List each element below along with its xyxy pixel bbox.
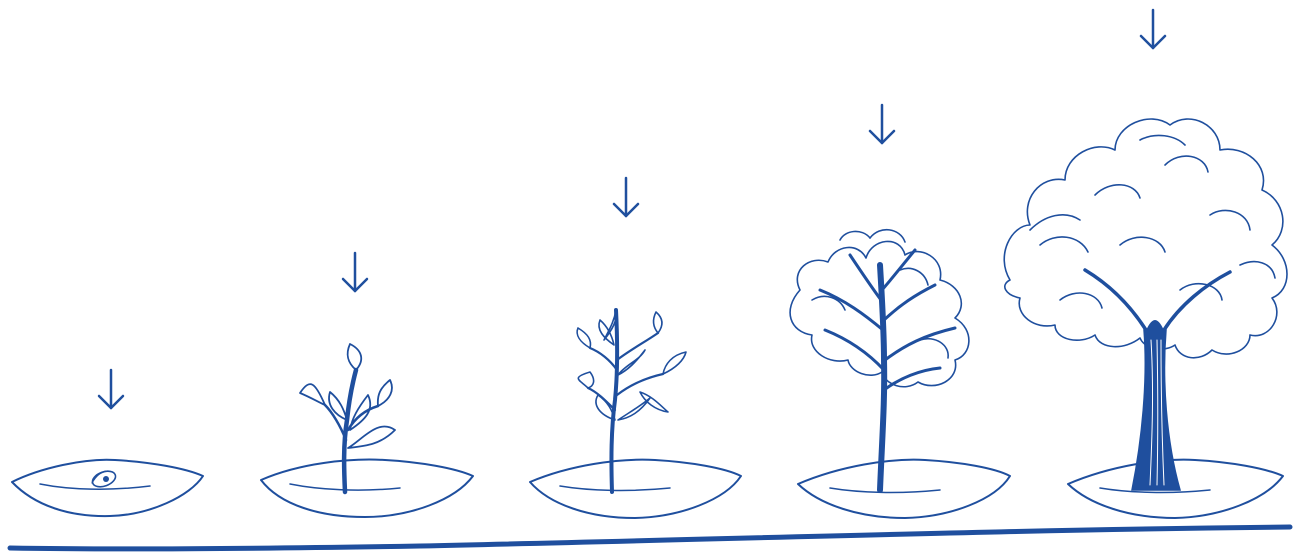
- down-arrow-icon: [99, 370, 123, 408]
- soil-mound-icon: [798, 460, 1010, 518]
- stage-mature-tree: [1004, 10, 1287, 518]
- down-arrow-icon: [870, 105, 894, 143]
- sprout-icon: [300, 344, 395, 492]
- stage-young-tree: [790, 105, 1010, 518]
- seed-in-soil-icon: [90, 468, 117, 489]
- growth-line-icon: [10, 527, 1290, 549]
- mature-tree-icon: [1004, 119, 1287, 490]
- soil-mound-icon: [261, 460, 473, 517]
- soil-mound-icon: [12, 460, 203, 516]
- soil-mound-icon: [530, 460, 741, 518]
- down-arrow-icon: [614, 178, 638, 216]
- down-arrow-icon: [343, 253, 367, 291]
- down-arrow-icon: [1141, 10, 1165, 48]
- stage-sprout: [261, 253, 473, 517]
- stage-sapling: [530, 178, 741, 518]
- stage-seed: [12, 370, 203, 516]
- young-tree-icon: [790, 230, 969, 490]
